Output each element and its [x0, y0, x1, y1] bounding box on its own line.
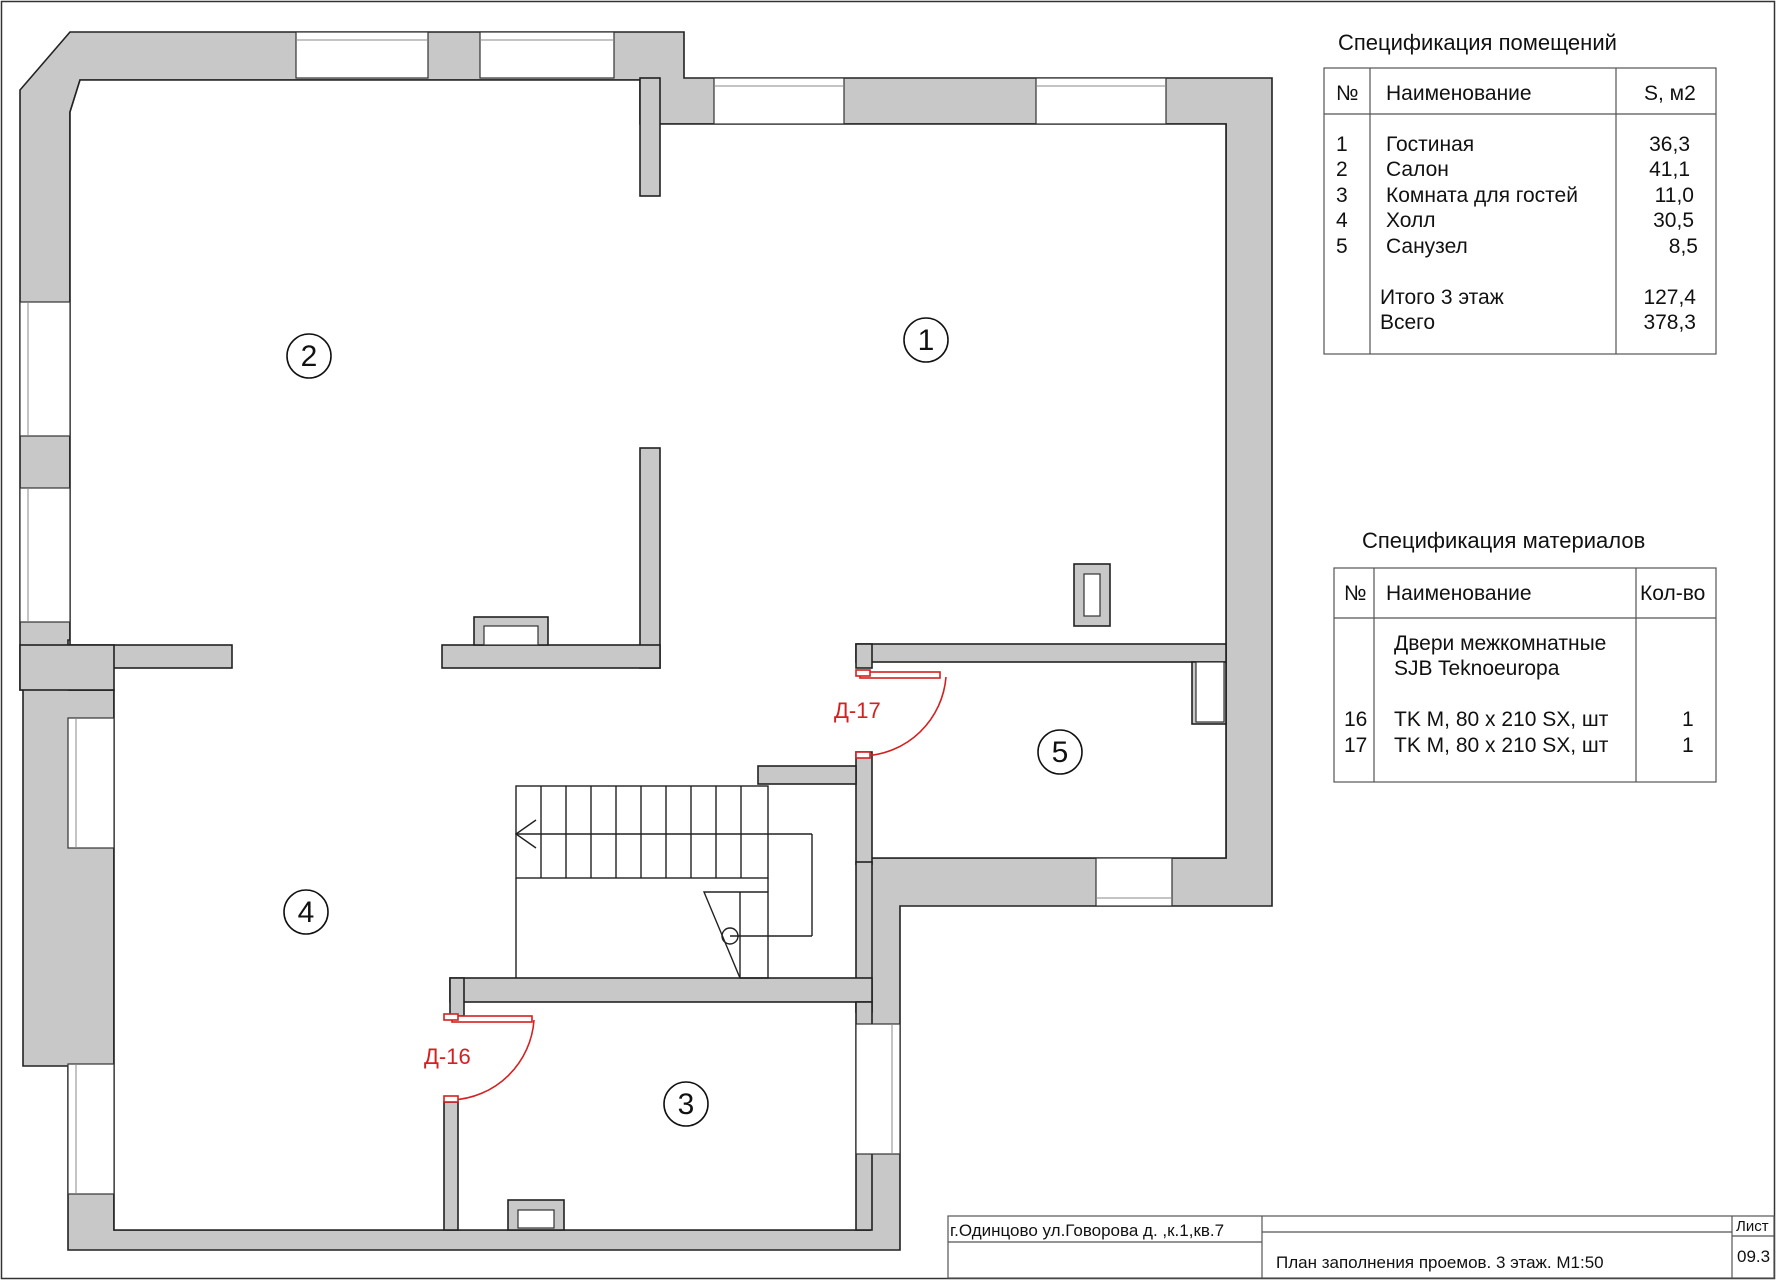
- rooms-row-num: 2: [1336, 158, 1348, 181]
- room-marker-1: 1: [903, 317, 949, 363]
- rooms-row-name: Салон: [1386, 158, 1449, 181]
- partition-wall: [449, 977, 873, 1003]
- vent-shaft-inner: [1083, 573, 1101, 617]
- staircase: [514, 785, 813, 979]
- svg-text:1: 1: [918, 324, 935, 357]
- materials-group-line1: Двери межкомнатные: [1394, 632, 1606, 655]
- rooms-col-num: №: [1336, 82, 1359, 105]
- rooms-spec-table: Спецификация помещений № Наименование S,…: [1323, 30, 1717, 355]
- rooms-col-name: Наименование: [1386, 82, 1532, 105]
- door-d16: Д-16: [424, 1013, 535, 1103]
- rooms-col-area: S, м2: [1644, 82, 1696, 105]
- fireplace-inner: [483, 625, 539, 646]
- partition-wall: [443, 1101, 459, 1231]
- partition-wall: [639, 77, 661, 197]
- svg-text:4: 4: [298, 896, 315, 929]
- materials-group-line2: SJB Teknoeuropa: [1394, 657, 1560, 680]
- room-marker-4: 4: [283, 889, 329, 935]
- rooms-row-name: Санузел: [1386, 235, 1468, 258]
- partition-wall: [639, 447, 661, 669]
- rooms-row-name: Холл: [1386, 209, 1436, 232]
- materials-row-qty: 1: [1682, 708, 1694, 731]
- materials-col-num: №: [1344, 582, 1367, 605]
- rooms-total-floor-label: Итого 3 этаж: [1380, 286, 1504, 309]
- title-block: г.Одинцово ул.Говорова д. ,к.1,кв.7 План…: [947, 1215, 1775, 1279]
- partition-wall: [449, 977, 465, 1017]
- rooms-total-all-value: 378,3: [1643, 311, 1696, 334]
- stamp-sheet-number: 09.3: [1737, 1247, 1770, 1266]
- rooms-row-name: Гостиная: [1386, 133, 1474, 156]
- rooms-row-area: 8,5: [1669, 235, 1698, 258]
- materials-row-name: TK M, 80 x 210 SX, шт: [1394, 708, 1609, 731]
- room-marker-5: 5: [1037, 729, 1083, 775]
- rooms-total-floor-value: 127,4: [1643, 286, 1696, 309]
- door-d17: Д-17: [834, 669, 947, 759]
- materials-spec-table: Спецификация материалов № Наименование К…: [1333, 528, 1717, 783]
- partition-wall: [19, 644, 115, 691]
- materials-col-qty: Кол-во: [1640, 582, 1705, 605]
- partition-wall: [855, 643, 873, 669]
- partition-wall: [855, 643, 1227, 663]
- rooms-row-area: 11,0: [1655, 184, 1694, 207]
- rooms-row-num: 1: [1336, 133, 1348, 156]
- rooms-spec-title: Спецификация помещений: [1338, 30, 1617, 55]
- room-marker-3: 3: [663, 1081, 709, 1127]
- rooms-row-area: 36,3: [1649, 133, 1690, 156]
- stamp-sheet-label: Лист: [1736, 1218, 1769, 1235]
- materials-row-num: 16: [1344, 708, 1367, 731]
- bath-shaft: [1195, 661, 1225, 723]
- rooms-row-num: 3: [1336, 184, 1348, 207]
- partition-wall: [855, 751, 873, 865]
- materials-row-name: TK M, 80 x 210 SX, шт: [1394, 734, 1609, 757]
- room-marker-2: 2: [286, 333, 332, 379]
- door-label-d16: Д-16: [424, 1044, 471, 1069]
- windows: [19, 31, 1173, 1195]
- stamp-title: План заполнения проемов. 3 этаж. М1:50: [1276, 1253, 1604, 1272]
- materials-row-num: 17: [1344, 734, 1367, 757]
- rooms-row-area: 41,1: [1649, 158, 1690, 181]
- stamp-address: г.Одинцово ул.Говорова д. ,к.1,кв.7: [950, 1221, 1224, 1240]
- materials-spec-title: Спецификация материалов: [1362, 528, 1645, 553]
- rooms-row-num: 5: [1336, 235, 1348, 258]
- materials-col-name: Наименование: [1386, 582, 1532, 605]
- partition-wall: [757, 765, 857, 785]
- floor-plan: Д-17 Д-16 1 2 3 4 5: [19, 31, 1273, 1251]
- fireplace-inner: [517, 1209, 555, 1229]
- door-label-d17: Д-17: [834, 698, 881, 723]
- svg-text:3: 3: [678, 1088, 695, 1121]
- svg-text:2: 2: [301, 340, 318, 373]
- rooms-total-all-label: Всего: [1380, 311, 1435, 334]
- svg-text:5: 5: [1052, 736, 1069, 769]
- rooms-row-area: 30,5: [1653, 209, 1694, 232]
- partition-wall: [441, 644, 661, 669]
- rooms-row-num: 4: [1336, 209, 1348, 232]
- rooms-row-name: Комната для гостей: [1386, 184, 1578, 207]
- materials-row-qty: 1: [1682, 734, 1694, 757]
